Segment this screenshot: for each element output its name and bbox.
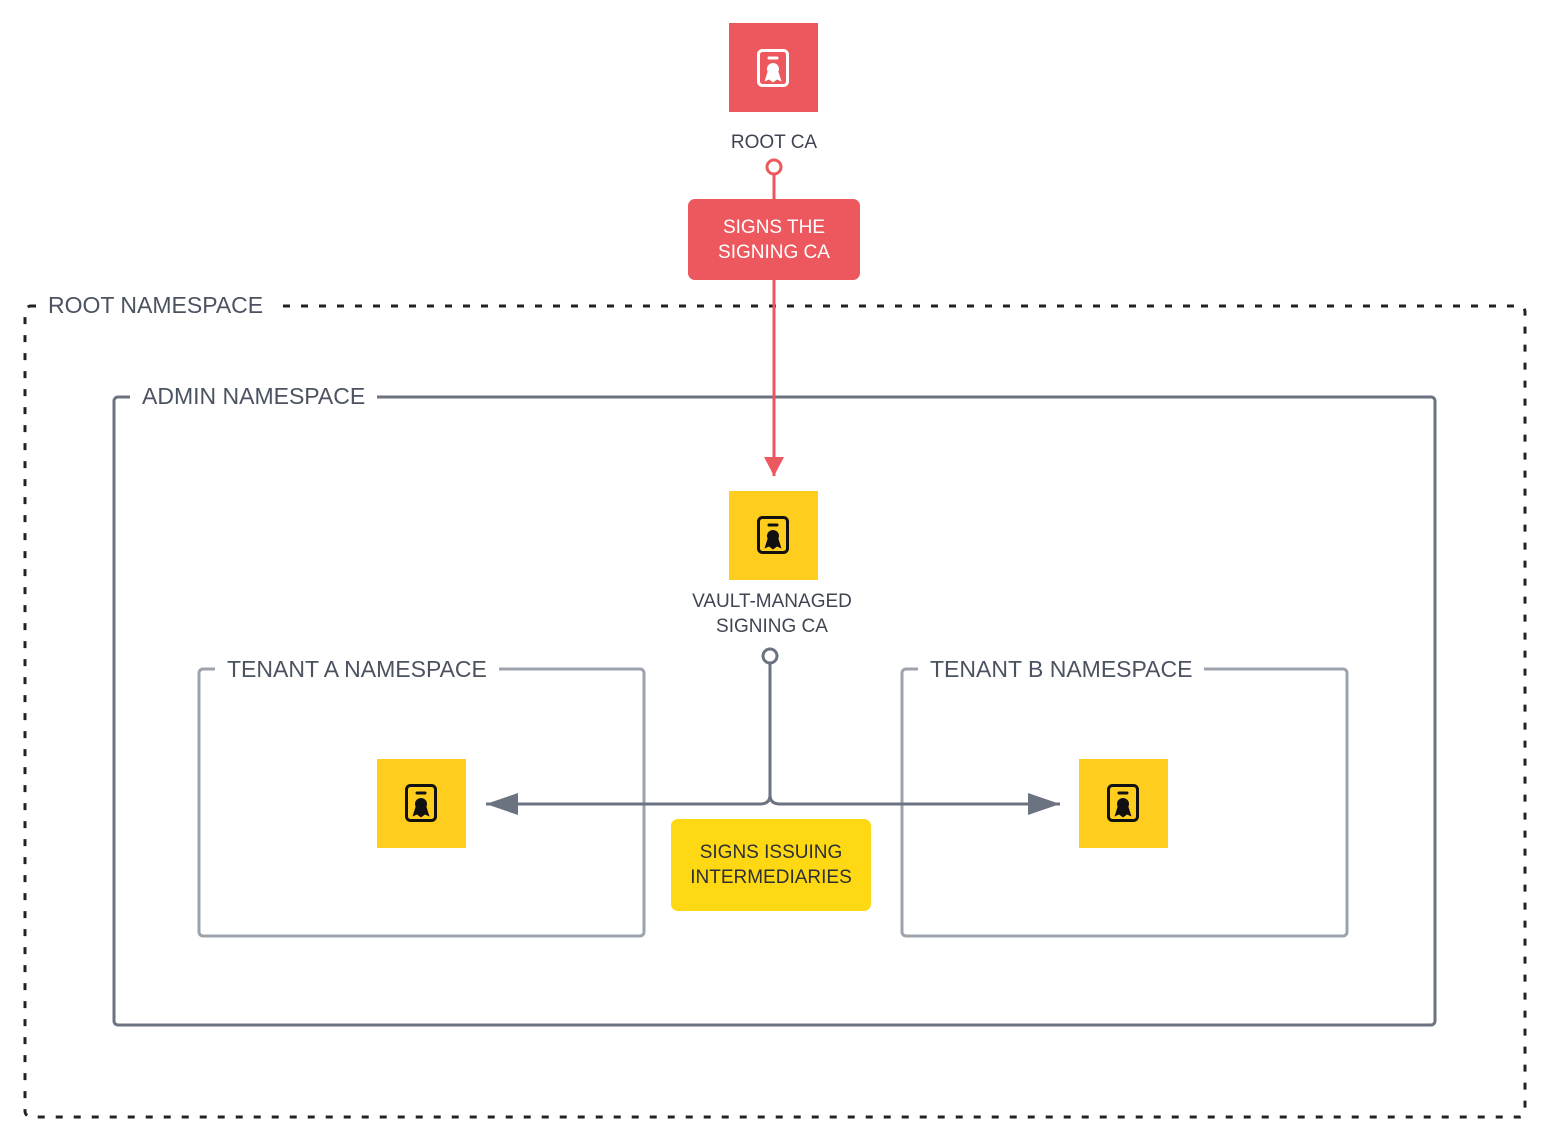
edge-signing-start-port — [761, 647, 779, 665]
edge-signing-ca-to-tenant-a — [486, 663, 772, 815]
edge-signing-ca-to-tenant-b — [768, 793, 1060, 815]
tenant-a-namespace-title: TENANT A NAMESPACE — [215, 658, 499, 681]
admin-namespace-title: ADMIN NAMESPACE — [130, 385, 378, 408]
edge-root-start-port — [765, 158, 783, 176]
edge-label-signs-issuing-intermediaries: SIGNS ISSUING INTERMEDIARIES — [671, 819, 871, 911]
root-ca-label: ROOT CA — [730, 132, 818, 153]
root-namespace-title: ROOT NAMESPACE — [36, 294, 276, 317]
edge-label-signs-signing-ca: SIGNS THE SIGNING CA — [688, 199, 860, 280]
signing-ca-label: VAULT-MANAGED SIGNING CA — [692, 591, 852, 637]
tenant-b-namespace-title: TENANT B NAMESPACE — [918, 658, 1205, 681]
